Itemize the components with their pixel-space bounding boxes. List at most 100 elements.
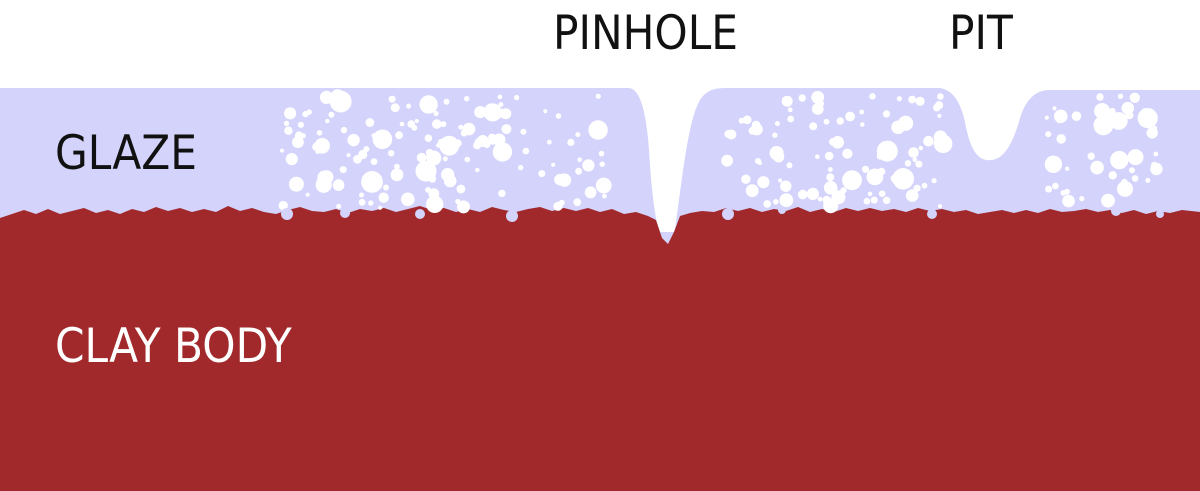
bubble	[538, 170, 546, 178]
bubble	[388, 95, 396, 103]
bubble	[809, 122, 818, 131]
bubble	[497, 94, 503, 100]
bubble	[455, 198, 461, 205]
bubble	[1121, 184, 1127, 191]
boundary-bubble	[778, 206, 786, 214]
bubble	[757, 176, 770, 189]
bubble	[781, 95, 793, 107]
bubble	[390, 168, 404, 182]
bubble	[763, 200, 771, 208]
bubble	[829, 138, 837, 146]
bubble	[388, 150, 395, 157]
bubble	[426, 153, 434, 162]
bubble	[406, 103, 412, 109]
bubble	[436, 143, 441, 148]
bubble	[1129, 92, 1141, 104]
bubble	[474, 106, 487, 119]
bubble	[522, 147, 530, 155]
bubble	[483, 103, 502, 122]
bubble	[358, 198, 366, 206]
bubble	[1060, 190, 1066, 196]
bubble	[842, 170, 862, 191]
bubble	[378, 192, 389, 203]
bubble	[588, 120, 608, 140]
bubble	[741, 174, 751, 184]
bubble	[787, 107, 793, 113]
clay-body-layer	[0, 206, 1200, 491]
bubble	[1142, 108, 1148, 113]
bubble	[488, 136, 498, 145]
bubble	[498, 102, 504, 108]
bubble	[598, 150, 605, 157]
bubble	[921, 182, 928, 189]
bubble	[866, 168, 884, 186]
bubble	[407, 120, 416, 128]
bubble	[416, 152, 427, 163]
bubble	[797, 189, 808, 200]
bubble	[319, 170, 334, 185]
bubble	[738, 117, 745, 124]
bubble	[757, 160, 763, 166]
bubble	[1145, 177, 1151, 183]
bubble	[1056, 134, 1066, 144]
bubble	[742, 115, 752, 125]
bubble	[284, 107, 297, 120]
bubble	[370, 158, 378, 166]
bubble	[558, 199, 565, 206]
bubble	[751, 120, 761, 130]
boundary-bubble	[722, 208, 734, 220]
bubble	[295, 131, 303, 140]
bubble	[419, 95, 438, 114]
bubble	[1087, 152, 1095, 160]
bubble	[904, 160, 912, 167]
bubble	[464, 156, 471, 163]
bubble	[457, 200, 470, 214]
bubble	[365, 118, 375, 127]
bubble	[595, 93, 601, 99]
bubble	[288, 176, 304, 192]
bubble	[937, 144, 945, 152]
bubble	[363, 146, 370, 153]
bubble	[543, 109, 548, 114]
bubble	[1121, 101, 1135, 115]
bubble	[462, 122, 476, 136]
bubble	[432, 119, 442, 129]
bubble	[401, 192, 415, 207]
bubble	[915, 160, 923, 168]
bubble	[599, 161, 605, 167]
glaze-label: GLAZE	[55, 126, 197, 181]
bubble	[769, 146, 784, 161]
bubble	[440, 121, 447, 128]
boundary-bubble	[281, 208, 293, 220]
bubble	[1052, 182, 1059, 190]
bubble	[918, 145, 923, 151]
bubble	[876, 140, 898, 162]
bubble	[426, 195, 444, 213]
bubble	[475, 167, 480, 173]
bubble	[1121, 178, 1128, 185]
bubble	[1071, 111, 1082, 121]
bubble	[811, 90, 825, 104]
bubble	[806, 187, 820, 200]
bubble	[383, 184, 389, 191]
bubble	[283, 120, 290, 127]
bubble	[1090, 160, 1104, 175]
bubble	[896, 96, 903, 102]
bubble	[458, 124, 464, 130]
bubble	[1129, 167, 1135, 174]
bubble	[372, 129, 393, 150]
bubble	[1045, 131, 1052, 138]
bubble	[787, 115, 795, 123]
bubble	[359, 192, 364, 198]
bubble	[439, 135, 460, 156]
bubble	[1096, 104, 1104, 112]
bubble	[937, 113, 942, 118]
bubble	[378, 205, 383, 210]
bubble	[892, 168, 914, 190]
bubble	[368, 200, 374, 206]
bubble	[923, 135, 934, 147]
bubble	[1045, 185, 1053, 193]
bubble	[1103, 110, 1118, 125]
